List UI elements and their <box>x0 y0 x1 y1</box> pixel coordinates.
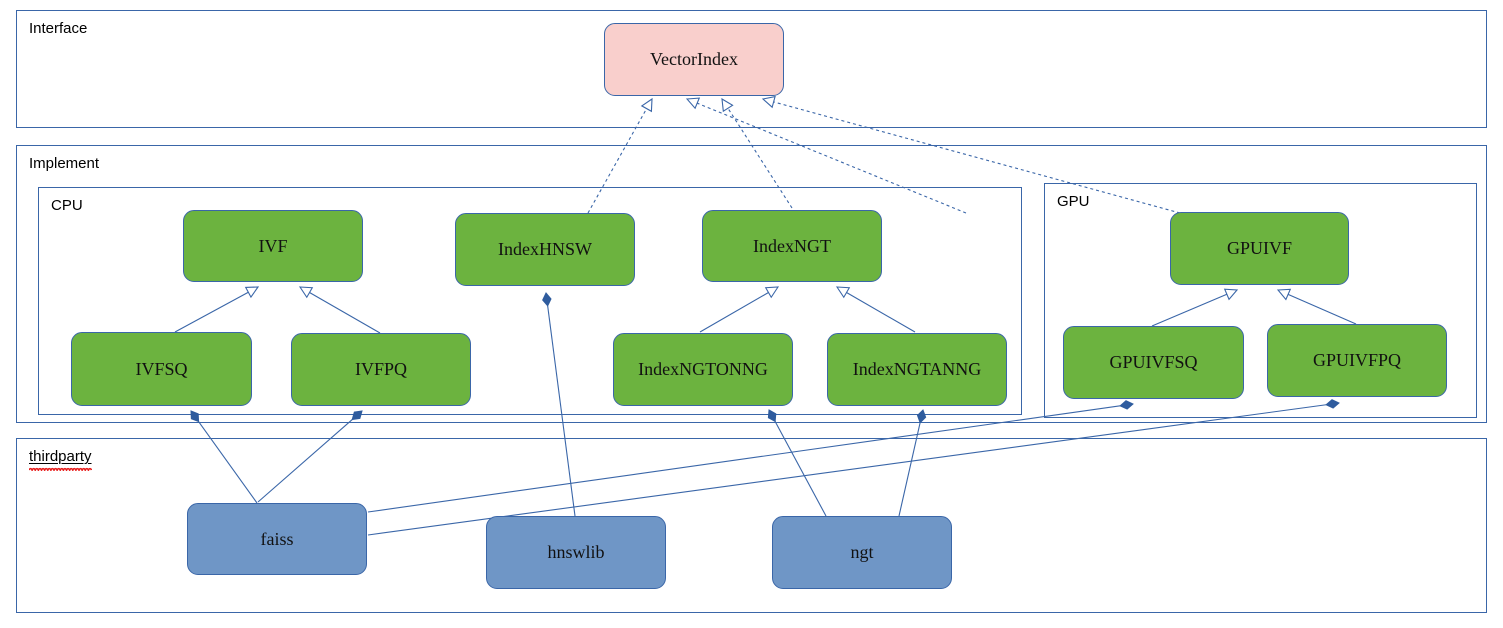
node-ivfpq[interactable]: IVFPQ <box>291 333 471 406</box>
group-label-thirdparty: thirdparty <box>29 449 92 471</box>
node-gpuivfpq[interactable]: GPUIVFPQ <box>1267 324 1447 397</box>
node-ivfsq[interactable]: IVFSQ <box>71 332 252 406</box>
node-indexngt[interactable]: IndexNGT <box>702 210 882 282</box>
node-ngt[interactable]: ngt <box>772 516 952 589</box>
subgroup-label-gpu: GPU <box>1057 193 1090 210</box>
node-indexhnsw[interactable]: IndexHNSW <box>455 213 635 286</box>
node-faiss[interactable]: faiss <box>187 503 367 575</box>
node-vectorindex[interactable]: VectorIndex <box>604 23 784 96</box>
spellcheck-squiggle-icon <box>29 467 92 471</box>
group-label-interface: Interface <box>29 20 88 37</box>
node-indexngtanng[interactable]: IndexNGTANNG <box>827 333 1007 406</box>
node-ivf[interactable]: IVF <box>183 210 363 282</box>
subgroup-label-cpu: CPU <box>51 197 83 214</box>
node-gpuivfsq[interactable]: GPUIVFSQ <box>1063 326 1244 399</box>
node-gpuivf[interactable]: GPUIVF <box>1170 212 1349 285</box>
node-indexngtonng[interactable]: IndexNGTONNG <box>613 333 793 406</box>
group-label-implement: Implement <box>29 155 100 172</box>
node-hnswlib[interactable]: hnswlib <box>486 516 666 589</box>
